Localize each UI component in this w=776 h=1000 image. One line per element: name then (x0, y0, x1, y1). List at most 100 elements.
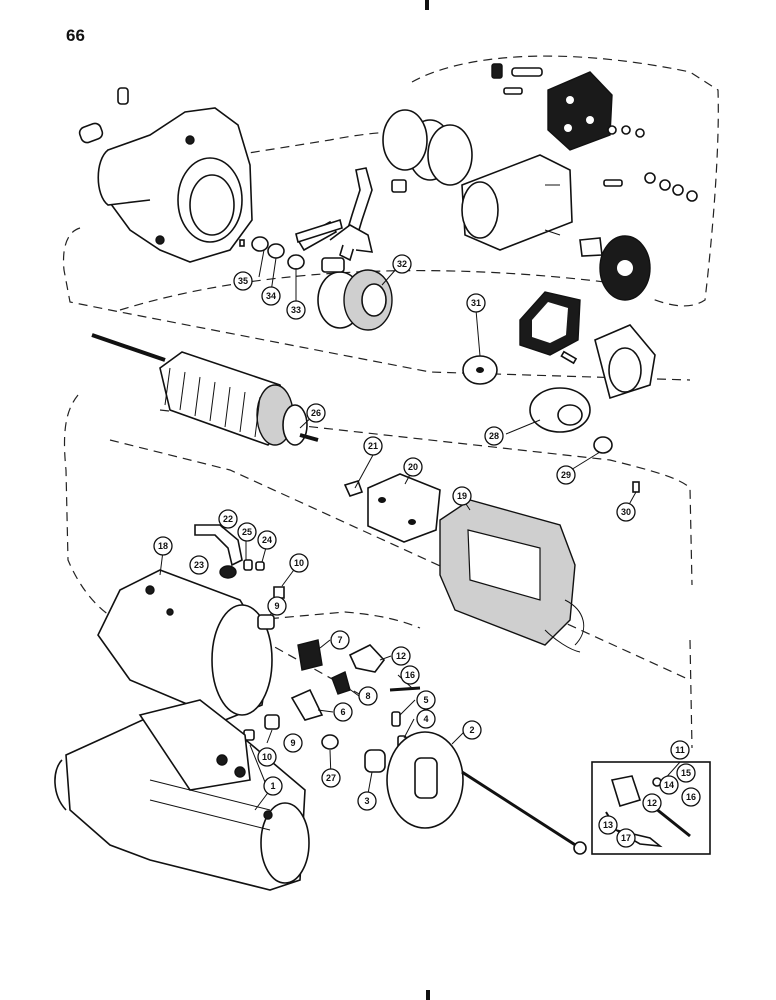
guide-lower-left (261, 639, 371, 701)
svg-text:30: 30 (621, 507, 631, 517)
callout-31: 31 (466, 293, 486, 313)
callout-18: 18 (153, 536, 173, 556)
assembled-starter (54, 699, 310, 891)
pinion-drive (317, 257, 393, 331)
svg-text:26: 26 (311, 408, 321, 418)
svg-text:32: 32 (397, 259, 407, 269)
svg-text:33: 33 (291, 305, 301, 315)
callout-28: 28 (484, 426, 504, 446)
callout-34: 34 (261, 286, 281, 306)
callout-11: 11 (670, 740, 690, 760)
svg-text:15: 15 (681, 768, 691, 778)
svg-text:23: 23 (194, 560, 204, 570)
callout-10-lower: 10 (257, 747, 277, 767)
callout-7: 7 (330, 630, 350, 650)
svg-text:18: 18 (158, 541, 168, 551)
svg-text:19: 19 (457, 491, 467, 501)
bearing-plate (529, 387, 640, 493)
field-frame (97, 569, 273, 721)
svg-text:9: 9 (274, 601, 279, 611)
svg-text:31: 31 (471, 298, 481, 308)
callout-12-upper: 12 (391, 646, 411, 666)
svg-text:5: 5 (423, 695, 428, 705)
top-margin-mark (425, 0, 429, 10)
callout-10-upper: 10 (289, 553, 309, 573)
svg-text:35: 35 (238, 276, 248, 286)
callout-24: 24 (257, 530, 277, 550)
callout-3: 3 (357, 791, 377, 811)
callout-29: 29 (556, 465, 576, 485)
callout-23: 23 (189, 555, 209, 575)
commutator-end-frame (491, 63, 698, 301)
svg-text:29: 29 (561, 470, 571, 480)
callout-6: 6 (333, 702, 353, 722)
svg-text:11: 11 (675, 745, 685, 755)
svg-text:21: 21 (368, 441, 378, 451)
callout-20: 20 (403, 457, 423, 477)
svg-text:12: 12 (647, 798, 657, 808)
callout-12-inset: 12 (642, 793, 662, 813)
pole-shoe (343, 473, 441, 543)
callout-33: 33 (286, 300, 306, 320)
callout-19: 19 (452, 486, 472, 506)
guide-right-lower (689, 639, 693, 749)
callout-25: 25 (237, 522, 257, 542)
svg-text:17: 17 (621, 833, 631, 843)
svg-text:3: 3 (364, 796, 369, 806)
callout-8: 8 (358, 686, 378, 706)
guide-brush (109, 439, 691, 681)
guide-field-coil (159, 409, 693, 586)
svg-text:4: 4 (423, 714, 428, 724)
solenoid (382, 109, 603, 257)
svg-text:1: 1 (270, 781, 275, 791)
callout-9-upper: 9 (267, 596, 287, 616)
guide-armature (62, 227, 691, 381)
callout-14: 14 (659, 775, 679, 795)
callout-27: 27 (321, 768, 341, 788)
bottom-margin-mark (426, 990, 430, 1000)
gasket-plunger (519, 291, 656, 400)
svg-text:20: 20 (408, 462, 418, 472)
brush-holder-parts (194, 524, 285, 630)
svg-text:12: 12 (396, 651, 406, 661)
svg-text:24: 24 (262, 535, 272, 545)
callout-9-lower: 9 (283, 733, 303, 753)
svg-text:16: 16 (405, 670, 415, 680)
svg-text:27: 27 (326, 773, 336, 783)
svg-text:34: 34 (266, 291, 276, 301)
svg-text:28: 28 (489, 431, 499, 441)
end-cover (364, 731, 587, 855)
svg-text:10: 10 (294, 558, 304, 568)
armature (91, 333, 319, 446)
svg-text:7: 7 (337, 635, 342, 645)
guide-lower-mid (254, 611, 421, 629)
callout-4: 4 (416, 709, 436, 729)
callout-17: 17 (616, 828, 636, 848)
callout-16-upper: 16 (400, 665, 420, 685)
svg-text:10: 10 (262, 752, 272, 762)
svg-text:6: 6 (340, 707, 345, 717)
page-number: 66 (66, 26, 85, 45)
callout-32: 32 (392, 254, 412, 274)
guide-drive-housing (411, 55, 719, 307)
guide-field-frame (63, 394, 131, 626)
callout-1: 1 (263, 776, 283, 796)
callout-26: 26 (306, 403, 326, 423)
callout-5: 5 (416, 690, 436, 710)
drive-housing (78, 87, 253, 263)
callout-35: 35 (233, 271, 253, 291)
callout-15: 15 (676, 763, 696, 783)
callout-16-inset: 16 (681, 787, 701, 807)
callout-22: 22 (218, 509, 238, 529)
svg-text:25: 25 (242, 527, 252, 537)
field-coils (439, 499, 585, 653)
callout-labels: 1 2 3 4 5 6 7 8 9 9 10 10 11 12 12 13 14… (153, 254, 701, 848)
assembly-guide-lines (62, 55, 719, 749)
callout-21: 21 (363, 436, 383, 456)
svg-text:13: 13 (603, 820, 613, 830)
svg-text:2: 2 (469, 725, 474, 735)
svg-text:22: 22 (223, 514, 233, 524)
callout-2: 2 (462, 720, 482, 740)
